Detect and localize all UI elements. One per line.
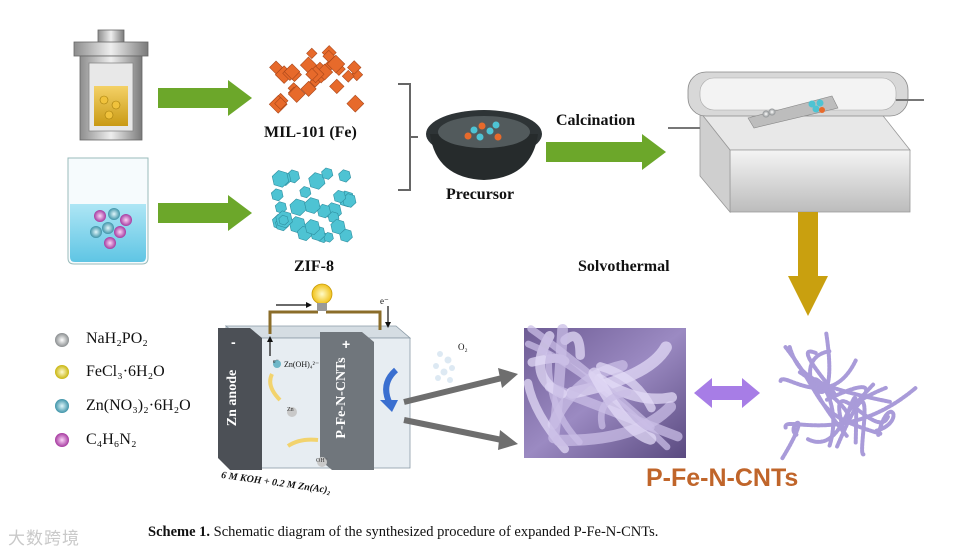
- calcination-label: Calcination: [556, 112, 636, 129]
- zinc-complex-label: Zn(OH)₄²⁻: [284, 360, 320, 369]
- zn-ion-label: Zn: [287, 407, 294, 413]
- cnt-strand: [783, 345, 883, 436]
- electron-wire-label: e⁻: [380, 296, 389, 306]
- minus-sign: -: [231, 334, 236, 350]
- mil101-crystal: [341, 69, 355, 83]
- cnt-strand: [825, 382, 876, 406]
- legend-item-2-methylimidazole: C₄H₆N₂: [86, 431, 137, 448]
- caption-text: Schematic diagram of the synthesized pro…: [213, 524, 659, 540]
- mil101-crystals: [268, 45, 365, 114]
- sem-image: [523, 323, 686, 458]
- mil101-crystal: [329, 78, 345, 95]
- cnt-strand: [808, 331, 833, 394]
- mil101-crystal: [300, 80, 317, 97]
- mil101-crystal: [274, 97, 288, 110]
- cnt-strand: [835, 399, 867, 457]
- mil101-label: MIL-101 (Fe): [264, 124, 357, 141]
- product-label: P-Fe-N-CNTs: [646, 464, 799, 492]
- zif8-crystals: [270, 167, 357, 243]
- zif8-crystal: [299, 186, 312, 199]
- legend-item-nah2po2: NaH₂PO₂: [86, 330, 148, 347]
- mil101-crystal: [269, 60, 283, 75]
- sem-nanotube: [548, 323, 568, 444]
- zif8-crystal: [304, 197, 321, 214]
- plus-sign: +: [342, 336, 351, 352]
- cnt-tangle-illustration: [778, 331, 918, 461]
- arrow-to-mil101: [158, 80, 252, 116]
- zif8-crystal: [304, 219, 321, 235]
- cathode-label: P-Fe-N-CNTs: [334, 357, 349, 439]
- cnt-strand: [837, 399, 890, 429]
- legend-item-zinc-nitrate: Zn(NO₃)₂·6H₂O: [86, 397, 191, 414]
- hydroxide-label: OH⁻: [316, 458, 328, 464]
- mil101-crystal: [283, 63, 301, 80]
- electron-anode-label: e⁻: [273, 359, 279, 365]
- mil101-crystal: [287, 85, 306, 103]
- legend-marker-2-methylimidazole: [55, 433, 69, 447]
- zif8-crystal: [271, 170, 290, 188]
- zif8-crystal: [289, 198, 307, 216]
- arrow-to-zif8: [158, 195, 252, 231]
- legend-marker-fecl3: [55, 365, 69, 379]
- mil101-crystal: [347, 60, 362, 75]
- sem-nanotube: [588, 367, 657, 445]
- cnt-strand: [780, 420, 801, 461]
- beaker-icon: [67, 157, 149, 265]
- caption-label: Scheme 1.: [148, 524, 211, 540]
- legend-item-fecl3: FeCl₃·6H₂O: [86, 363, 165, 380]
- tube-furnace-icon: [668, 71, 924, 214]
- zif8-crystal: [270, 188, 284, 202]
- o2-label: O₂: [458, 342, 468, 352]
- legend-marker-zinc-nitrate: [55, 399, 69, 413]
- cnt-strand: [783, 386, 918, 430]
- arrow-solvothermal: [788, 212, 828, 316]
- arrows-battery-to-sem: [403, 368, 518, 450]
- sem-nanotube: [527, 325, 655, 431]
- autoclave-icon: [73, 29, 149, 141]
- oxygen-bubbles: [433, 351, 455, 383]
- watermark-logo: 大数跨境: [8, 529, 80, 549]
- zif8-crystal: [330, 218, 346, 235]
- cnt-strand: [806, 395, 859, 445]
- mil101-crystal: [306, 47, 318, 60]
- legend-marker-nah2po2: [55, 333, 69, 347]
- mil101-crystal: [346, 94, 365, 113]
- zn-air-battery: [218, 283, 412, 470]
- sem-nanotube: [566, 341, 672, 399]
- figure-caption: Scheme 1. Schematic diagram of the synth…: [148, 524, 658, 541]
- cnt-strand: [778, 358, 858, 391]
- solvothermal-label: Solvothermal: [578, 258, 670, 275]
- sem-nanotube: [596, 362, 656, 413]
- precursor-label: Precursor: [446, 186, 515, 203]
- mortar-icon: [426, 110, 542, 180]
- zif8-crystal: [333, 189, 347, 204]
- zif8-label: ZIF-8: [294, 258, 334, 275]
- mil101-crystal: [326, 54, 346, 74]
- merge-bracket: [398, 83, 411, 191]
- sem-nanotube: [597, 389, 632, 430]
- legend-markers: [55, 333, 69, 447]
- arrow-calcination: [546, 134, 666, 170]
- zif8-crystal: [338, 169, 352, 183]
- cnt-strand: [805, 349, 837, 397]
- double-arrow: [694, 378, 760, 408]
- zif8-crystal: [278, 214, 289, 226]
- zif8-crystal: [321, 167, 334, 180]
- mil101-crystal: [305, 67, 319, 81]
- anode-label: Zn anode: [225, 369, 240, 427]
